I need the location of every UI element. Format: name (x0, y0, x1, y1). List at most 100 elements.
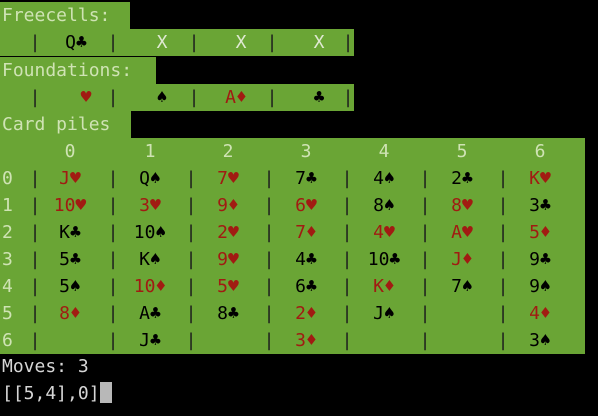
command-prompt[interactable]: [[5,4],0] (0, 380, 112, 407)
row-label: 4 (2, 276, 13, 297)
separator: | (185, 195, 197, 216)
row-label: 2 (2, 222, 13, 243)
card-cell[interactable]: 6♣ (295, 276, 317, 297)
separator: | (107, 195, 119, 216)
card-cell[interactable]: 3♠ (529, 330, 551, 351)
card-cell[interactable]: 8♦ (59, 303, 81, 324)
card-cell[interactable]: 10♥ (53, 195, 87, 216)
card-cell[interactable]: 5♦ (529, 222, 551, 243)
foundations-row: | ♥ | ♠ | A♦ | ♣ | (0, 84, 354, 111)
card-cell[interactable]: 2♥ (217, 222, 239, 243)
card-piles-label: Card piles (0, 111, 131, 138)
card-cell[interactable]: 8♠ (373, 195, 395, 216)
pile-row: 3|||||||5♣K♠9♥4♣10♣J♦9♣ (0, 246, 585, 273)
freecell-2[interactable]: X (235, 32, 247, 53)
foundation-clubs[interactable]: ♣ (313, 87, 325, 108)
command-input[interactable]: [[5,4],0] (2, 383, 100, 404)
card-cell[interactable]: 3♣ (529, 195, 551, 216)
card-cell[interactable]: 9♦ (217, 195, 239, 216)
card-cell[interactable]: 8♥ (451, 195, 473, 216)
freecell-3[interactable]: X (313, 32, 325, 53)
card-cell[interactable]: 7♠ (451, 276, 473, 297)
row-label: 3 (2, 249, 13, 270)
pile-header-4: 4 (378, 141, 390, 162)
separator: | (419, 195, 431, 216)
foundation-diamonds[interactable]: A♦ (225, 87, 247, 108)
card-cell[interactable]: K♦ (373, 276, 395, 297)
card-cell[interactable]: 7♣ (295, 168, 317, 189)
card-cell[interactable]: 3♥ (139, 195, 161, 216)
card-cell[interactable]: 6♥ (295, 195, 317, 216)
separator: | (263, 249, 275, 270)
card-cell[interactable]: J♦ (451, 249, 473, 270)
foundation-spades[interactable]: ♠ (156, 87, 168, 108)
card-cell[interactable]: 10♠ (133, 222, 167, 243)
card-cell[interactable]: 3♦ (295, 330, 317, 351)
card-cell[interactable]: 4♥ (373, 222, 395, 243)
separator: | (107, 330, 119, 351)
card-cell[interactable]: 5♣ (59, 249, 81, 270)
card-cell[interactable]: 9♣ (529, 249, 551, 270)
separator: | (29, 87, 41, 108)
separator: | (29, 195, 41, 216)
separator: | (188, 87, 200, 108)
separator: | (341, 168, 353, 189)
card-cell[interactable]: 9♥ (217, 249, 239, 270)
card-cell[interactable]: 7♥ (217, 168, 239, 189)
card-cell[interactable]: 8♣ (217, 303, 239, 324)
pile-row: 6|||||||J♣3♦3♠ (0, 327, 585, 354)
freecell-0[interactable]: Q♣ (65, 32, 87, 53)
separator: | (185, 330, 197, 351)
row-label: 6 (2, 330, 13, 351)
separator: | (497, 168, 509, 189)
card-cell[interactable]: 5♠ (59, 276, 81, 297)
card-cell (432, 327, 492, 354)
separator: | (107, 249, 119, 270)
separator: | (419, 249, 431, 270)
card-cell[interactable]: A♣ (139, 303, 161, 324)
separator: | (29, 32, 41, 53)
foundation-hearts[interactable]: ♥ (80, 87, 92, 108)
card-cell[interactable]: 10♣ (367, 249, 401, 270)
card-cell[interactable]: K♥ (529, 168, 551, 189)
separator: | (185, 222, 197, 243)
card-cell[interactable]: 4♦ (529, 303, 551, 324)
card-cell[interactable]: 5♥ (217, 276, 239, 297)
separator: | (341, 330, 353, 351)
separator: | (29, 168, 41, 189)
card-cell[interactable]: 7♦ (295, 222, 317, 243)
pile-row: 5|||||||8♦A♣8♣2♦J♠4♦ (0, 300, 585, 327)
separator: | (29, 222, 41, 243)
pile-header-row: 0 1 2 3 4 5 6 (0, 138, 585, 165)
pile-header-1: 1 (144, 141, 156, 162)
freecell-1[interactable]: X (156, 32, 168, 53)
row-label: 5 (2, 303, 13, 324)
card-cell[interactable]: J♣ (139, 330, 161, 351)
card-cell[interactable]: 9♠ (529, 276, 551, 297)
separator: | (419, 222, 431, 243)
separator: | (185, 276, 197, 297)
separator: | (266, 32, 278, 53)
separator: | (497, 222, 509, 243)
card-cell[interactable]: J♠ (373, 303, 395, 324)
separator: | (107, 276, 119, 297)
card-cell[interactable]: K♣ (59, 222, 81, 243)
pile-row: 2|||||||K♣10♠2♥7♦4♥A♥5♦ (0, 219, 585, 246)
separator: | (107, 87, 119, 108)
separator: | (107, 303, 119, 324)
separator: | (185, 249, 197, 270)
card-cell[interactable]: A♥ (451, 222, 473, 243)
card-cell[interactable]: 2♦ (295, 303, 317, 324)
card-cell[interactable]: 4♠ (373, 168, 395, 189)
separator: | (341, 222, 353, 243)
card-cell[interactable]: K♠ (139, 249, 161, 270)
card-cell[interactable]: 2♣ (451, 168, 473, 189)
card-cell[interactable]: Q♠ (139, 168, 161, 189)
card-cell[interactable]: 10♦ (133, 276, 167, 297)
card-cell[interactable]: J♥ (59, 168, 81, 189)
card-cell (40, 327, 100, 354)
separator: | (29, 249, 41, 270)
card-cell[interactable]: 4♣ (295, 249, 317, 270)
moves-counter: Moves: 3 (2, 356, 89, 377)
